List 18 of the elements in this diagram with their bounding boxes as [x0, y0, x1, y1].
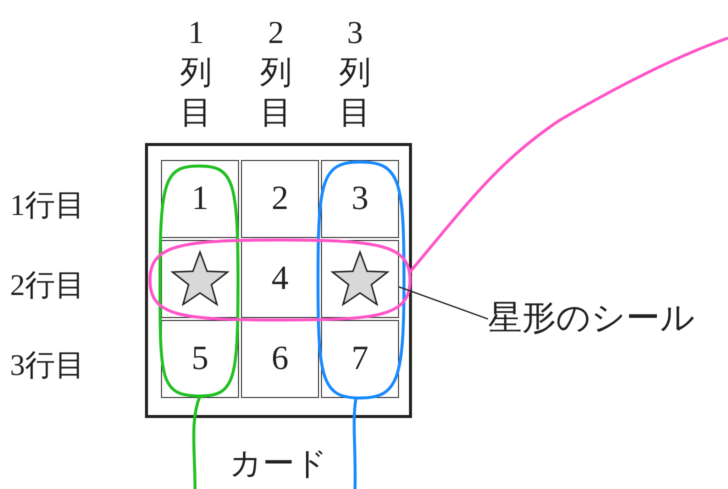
grid-cell [321, 240, 399, 318]
grid-cell: 6 [241, 320, 319, 398]
row-header: 1行目 [10, 188, 85, 224]
column-header: 3列目 [338, 13, 372, 132]
grid-cell: 5 [161, 320, 239, 398]
grid-cell: 7 [321, 320, 399, 398]
row-header: 2行目 [10, 268, 85, 304]
grid-cell: 1 [161, 160, 239, 238]
card-label: カード [228, 444, 328, 483]
row-header: 3行目 [10, 348, 85, 384]
leader-line [398, 286, 488, 320]
grid-cell: 3 [321, 160, 399, 238]
column-header: 1列目 [179, 13, 213, 132]
grid-cell: 4 [241, 240, 319, 318]
grid-cell [161, 240, 239, 318]
column-header: 2列目 [259, 13, 293, 132]
sticker-label: 星形のシール [488, 296, 695, 342]
grid-cell: 2 [241, 160, 319, 238]
